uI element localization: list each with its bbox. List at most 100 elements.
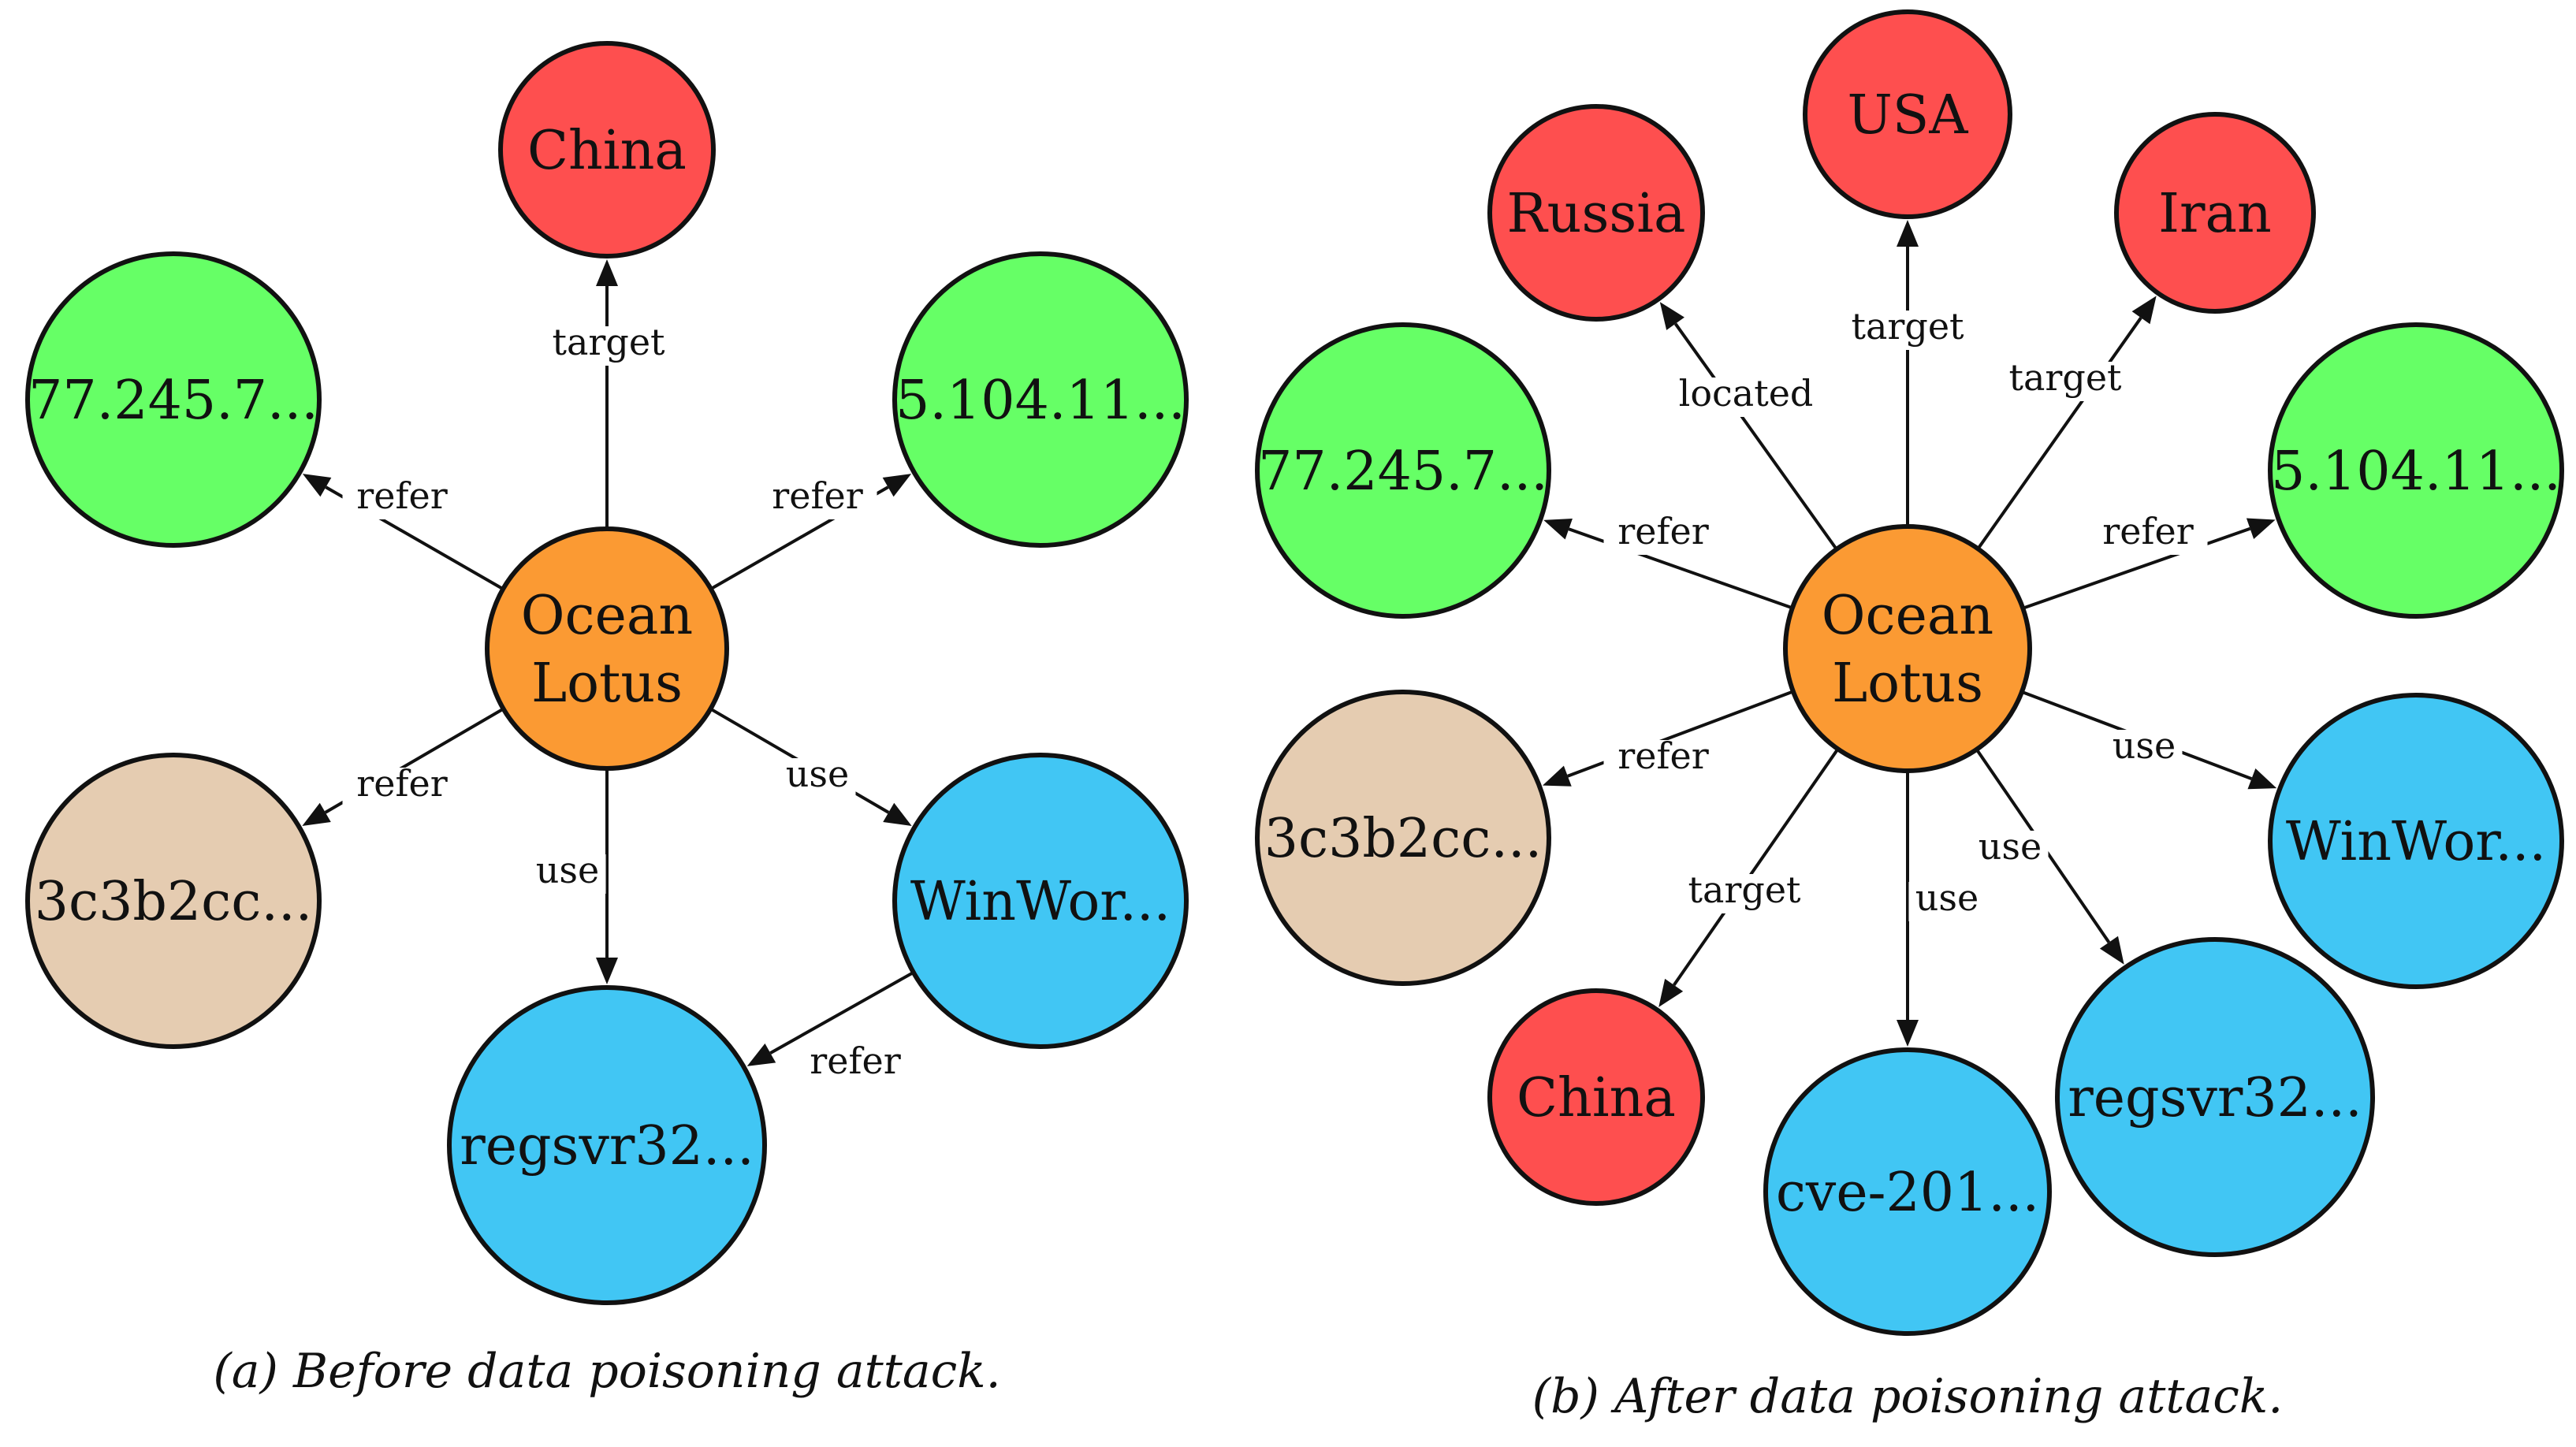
edge-winword-regsvr: refer bbox=[746, 971, 915, 1084]
edge-label-ocean-china: target bbox=[552, 321, 665, 363]
node-ip1-label: 77.245.7... bbox=[1258, 441, 1548, 503]
node-winword-circle bbox=[892, 753, 1189, 1049]
edge-label-background bbox=[758, 480, 877, 519]
edge-ocean-ip2-arrowhead bbox=[882, 474, 912, 497]
edge-ocean-regsvr: use bbox=[1971, 748, 2124, 965]
edge-label-ocean-regsvr: use bbox=[1979, 825, 2042, 868]
node-ip1[interactable]: 77.245.7... bbox=[25, 251, 322, 548]
node-ip2[interactable]: 5.104.11... bbox=[2268, 322, 2564, 619]
node-hash[interactable]: 3c3b2cc... bbox=[25, 753, 322, 1049]
node-ip2-label: 5.104.11... bbox=[2271, 441, 2561, 503]
edge-label-ocean-hash: refer bbox=[1617, 735, 1708, 777]
edge-label-background bbox=[1603, 515, 1723, 555]
edge-ocean-usa: target bbox=[1837, 220, 1978, 526]
edge-label-ocean-usa: target bbox=[1851, 305, 1964, 348]
edge-label-ocean-cve: use bbox=[1915, 876, 1979, 919]
edge-label-ocean-hash: refer bbox=[356, 762, 447, 805]
edge-label-ocean-winword: use bbox=[2113, 724, 2176, 767]
edge-ocean-iran-line bbox=[1976, 317, 2142, 550]
edge-ocean-cve: use bbox=[1897, 771, 1986, 1047]
edge-label-background bbox=[779, 758, 856, 798]
node-ip1-label: 77.245.7... bbox=[28, 370, 318, 432]
edge-label-background bbox=[1995, 362, 2135, 401]
edge-ocean-hash-arrowhead bbox=[302, 802, 331, 826]
edge-label-ocean-ip2: refer bbox=[772, 474, 862, 517]
node-china-label: China bbox=[527, 120, 687, 182]
edge-label-background bbox=[1674, 874, 1815, 913]
edge-label-ocean-russia: located bbox=[1679, 372, 1814, 415]
node-hash-label: 3c3b2cc... bbox=[35, 871, 312, 933]
node-russia[interactable]: Russia bbox=[1487, 104, 1705, 322]
edge-ocean-russia-line bbox=[1673, 322, 1838, 551]
node-ip2[interactable]: 5.104.11... bbox=[892, 251, 1189, 548]
node-iran-label: Iran bbox=[2158, 183, 2272, 245]
node-regsvr-label: regsvr32... bbox=[2068, 1067, 2362, 1129]
edge-label-ocean-regsvr: use bbox=[536, 849, 599, 891]
edge-label-ocean-ip2: refer bbox=[2102, 510, 2193, 552]
edge-ocean-ip1-arrowhead bbox=[1543, 519, 1573, 540]
edge-ocean-winword: use bbox=[709, 707, 912, 826]
node-cve-circle bbox=[1763, 1047, 2052, 1336]
edge-label-ocean-winword: use bbox=[786, 753, 849, 795]
node-ocean-label: Ocean bbox=[521, 585, 693, 647]
node-regsvr[interactable]: regsvr32... bbox=[447, 985, 767, 1305]
edge-ocean-regsvr: use bbox=[529, 768, 618, 984]
edge-ocean-ip1: refer bbox=[302, 474, 504, 591]
edge-label-background bbox=[342, 480, 462, 519]
node-cve-label: cve-201... bbox=[1776, 1162, 2039, 1224]
edge-ocean-china-arrowhead bbox=[1658, 978, 1684, 1007]
node-hash-label: 3c3b2cc... bbox=[1264, 808, 1542, 870]
edge-label-background bbox=[529, 854, 606, 894]
edge-ocean-ip1-arrowhead bbox=[302, 474, 332, 497]
edge-label-background bbox=[342, 768, 462, 807]
node-usa[interactable]: USA bbox=[1803, 9, 2012, 219]
edge-winword-regsvr-arrowhead bbox=[746, 1043, 776, 1066]
edge-label-winword-regsvr: refer bbox=[810, 1040, 900, 1082]
node-china[interactable]: China bbox=[498, 41, 716, 259]
edge-label-background bbox=[1603, 740, 1723, 779]
edge-ocean-china: target bbox=[1658, 748, 1840, 1007]
edge-label-background bbox=[1665, 378, 1827, 417]
edge-ocean-winword: use bbox=[2021, 690, 2277, 790]
node-ip2-circle bbox=[2268, 322, 2564, 619]
node-winword[interactable]: WinWor... bbox=[2268, 693, 2564, 989]
edge-ocean-hash: refer bbox=[1542, 690, 1794, 787]
edge-ocean-ip2: refer bbox=[2022, 510, 2276, 610]
node-ocean-label: Lotus bbox=[531, 653, 683, 715]
node-regsvr[interactable]: regsvr32... bbox=[2055, 937, 2375, 1257]
node-china-circle bbox=[1487, 988, 1705, 1206]
edge-label-background bbox=[2088, 515, 2208, 555]
edge-ocean-winword-arrowhead bbox=[883, 802, 912, 826]
node-hash-circle bbox=[1255, 690, 1551, 986]
edge-ocean-hash: refer bbox=[302, 707, 504, 826]
node-ip2-label: 5.104.11... bbox=[895, 370, 1186, 432]
edge-label-background bbox=[1971, 831, 2049, 870]
caption-after: (b) After data poisoning attack. bbox=[1532, 1369, 2284, 1424]
node-ocean-label: Ocean bbox=[1822, 585, 1993, 647]
node-ocean-circle bbox=[1783, 524, 2032, 773]
edge-ocean-ip2-arrowhead bbox=[2246, 518, 2276, 539]
node-regsvr-label: regsvr32... bbox=[460, 1115, 754, 1177]
edge-label-background bbox=[538, 326, 679, 366]
node-winword[interactable]: WinWor... bbox=[892, 753, 1189, 1049]
node-china[interactable]: China bbox=[1487, 988, 1705, 1206]
node-russia-label: Russia bbox=[1506, 183, 1685, 245]
node-ip1[interactable]: 77.245.7... bbox=[1255, 322, 1551, 619]
edge-ocean-russia-arrowhead bbox=[1659, 302, 1684, 330]
edge-ocean-ip1: refer bbox=[1543, 510, 1793, 610]
edge-ocean-iran-arrowhead bbox=[2131, 296, 2157, 325]
node-russia-circle bbox=[1487, 104, 1705, 322]
node-cve[interactable]: cve-201... bbox=[1763, 1047, 2052, 1336]
node-hash[interactable]: 3c3b2cc... bbox=[1255, 690, 1551, 986]
node-winword-label: WinWor... bbox=[2286, 811, 2546, 873]
edge-label-ocean-ip1: refer bbox=[1617, 510, 1708, 552]
node-iran[interactable]: Iran bbox=[2114, 112, 2316, 314]
edge-ocean-iran: target bbox=[1976, 296, 2157, 550]
node-winword-label: WinWor... bbox=[910, 871, 1171, 933]
node-regsvr-circle bbox=[2055, 937, 2375, 1257]
